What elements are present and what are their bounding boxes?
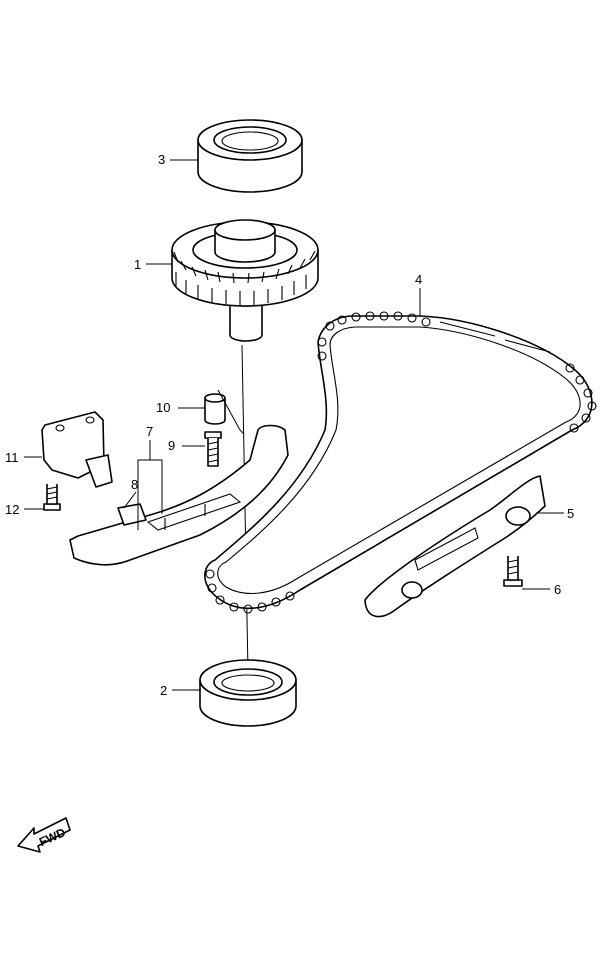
- callout-8: 8: [131, 477, 138, 492]
- callout-7: 7: [146, 424, 153, 439]
- callout-2: 2: [160, 683, 167, 698]
- bolt-9: [204, 431, 222, 467]
- leader-lines: [24, 159, 564, 691]
- forward-direction-arrow: FWD: [17, 817, 71, 853]
- callout-4: 4: [415, 272, 422, 287]
- lower-bearing: [199, 659, 297, 727]
- gear-teeth: [173, 250, 316, 305]
- callout-5: 5: [567, 506, 574, 521]
- callout-10: 10: [156, 400, 170, 415]
- callout-12: 12: [5, 502, 19, 517]
- callout-11: 11: [5, 450, 19, 465]
- chain-links-top: [317, 311, 431, 361]
- bolt-12: [43, 484, 61, 511]
- callout-3: 3: [158, 152, 165, 167]
- upper-bearing: [197, 119, 303, 193]
- collar: [204, 393, 226, 425]
- callout-1: 1: [134, 257, 141, 272]
- callout-6: 6: [554, 582, 561, 597]
- fwd-label: FWD: [37, 825, 68, 849]
- chain-links-right: [565, 363, 597, 433]
- callout-9: 9: [168, 438, 175, 453]
- tensioner: [41, 411, 113, 488]
- callout-numbers: 3 1 4 5 6 2 10 9 7 8 11 12: [5, 152, 574, 698]
- drive-gear: [171, 219, 319, 342]
- tensioner-guide: [69, 424, 289, 566]
- timing-chain: [204, 311, 597, 614]
- chain-links-bottom: [205, 569, 295, 614]
- center-axis-line: [241, 344, 249, 673]
- chain-guide: [364, 475, 546, 618]
- bolt-6: [503, 556, 523, 587]
